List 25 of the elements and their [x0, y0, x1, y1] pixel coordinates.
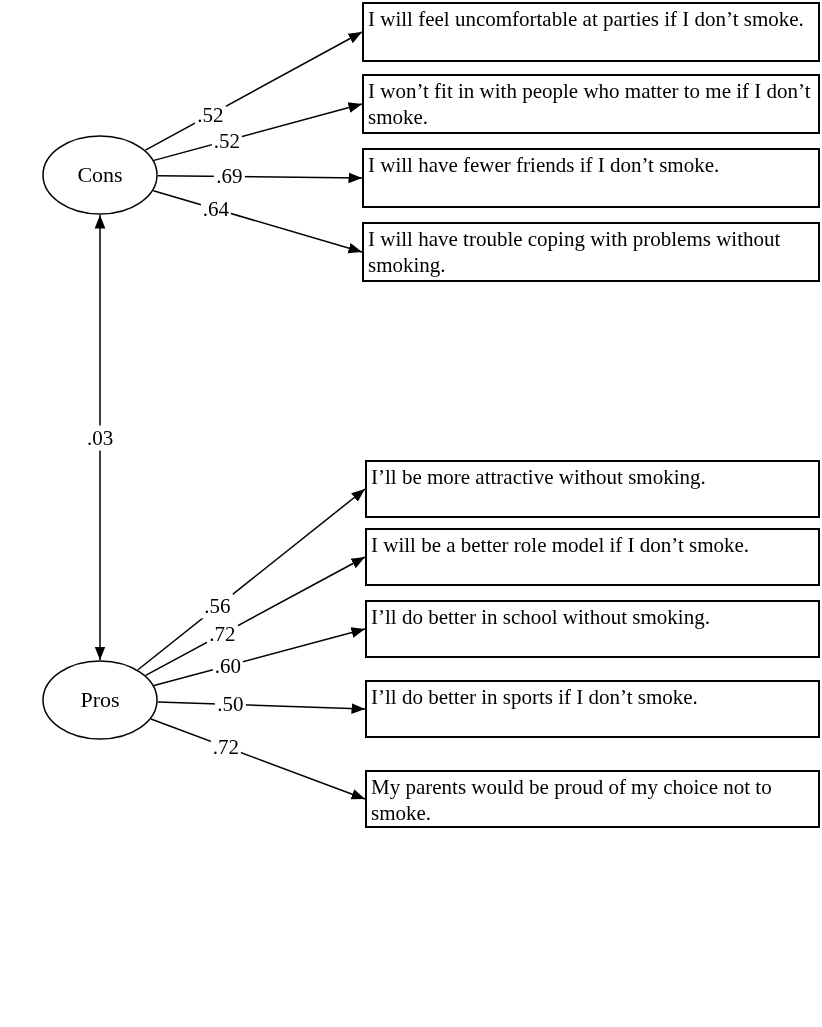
item-text: I will be a better role model if I don’t smoke. [371, 533, 750, 557]
item-text: I’ll do better in school without smoking. [371, 605, 710, 629]
item-box [362, 2, 820, 62]
item-text: My parents would be proud of my choice not to smoke. [371, 775, 772, 825]
item-box [362, 74, 820, 134]
item-text: I’ll do better in sports if I don’t smoke. [371, 685, 698, 709]
item-text: I’ll be more attractive without smoking. [371, 465, 706, 489]
item-box [365, 460, 820, 518]
item-box [362, 148, 820, 208]
item-text: I will have trouble coping with problems without smoking. [368, 227, 781, 277]
edge-label: .72 [207, 621, 238, 647]
factor-name: Pros [80, 687, 120, 713]
latent-variable-ellipse [42, 660, 158, 740]
arrow [94, 214, 106, 661]
item-text: I will have fewer friends if I don’t smoke. [368, 153, 720, 177]
item-box [365, 770, 820, 828]
item-box [365, 680, 820, 738]
latent-variable-ellipse [42, 135, 158, 215]
item-text: I won’t fit in with people who matter to me if I don’t smoke. [368, 79, 811, 129]
item-box [362, 222, 820, 282]
item-text: I will feel uncomfortable at parties if I don’t smoke. [368, 7, 804, 31]
item-box [365, 600, 820, 658]
item-box [365, 528, 820, 586]
factor-name: Cons [77, 162, 123, 188]
edge-label: .56 [202, 594, 233, 619]
